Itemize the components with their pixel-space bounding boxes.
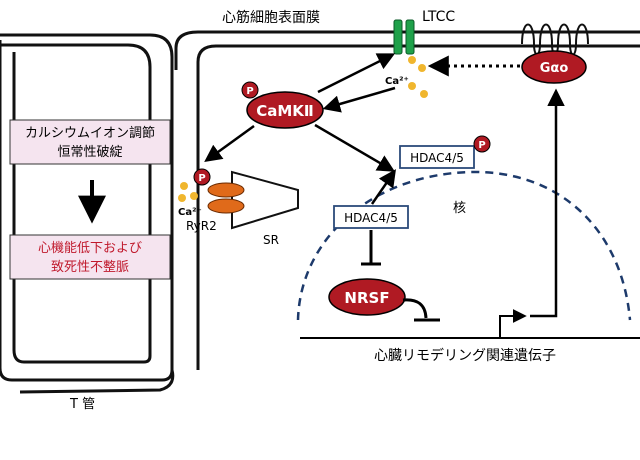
ltcc-channel (393, 19, 415, 55)
ltcc-ca-dots (408, 56, 428, 98)
camk-phospho-label: P (246, 86, 253, 97)
membrane-inner-line (0, 43, 152, 364)
camk-phospho-badge (241, 81, 259, 99)
hdac-cytoplasm-label: HDAC4/5 (410, 151, 464, 165)
t-tubule-label: T 管 (69, 397, 95, 412)
ryr2-phospho-badge (193, 168, 211, 186)
ryr2-ca-label: Ca²⁺ (178, 207, 202, 218)
ryr2-upper-channel (207, 182, 245, 198)
sr-compartment (231, 170, 299, 230)
membrane-top-inner (196, 44, 640, 370)
camk-to-hdac-arrow (314, 123, 396, 172)
galpha-label: Gαo (540, 61, 569, 76)
nucleus-label: 核 (453, 201, 466, 216)
camk-to-ltcc-arrow (317, 53, 396, 94)
ryr2-ca-dots (178, 182, 198, 202)
t-tubule-bottom (19, 369, 175, 394)
nrsf-node (328, 278, 406, 316)
nrsf-label: NRSF (344, 289, 389, 307)
hdac-export-arrow (370, 169, 396, 205)
ltcc-left-bar (393, 19, 403, 55)
membrane-top-outer (174, 30, 640, 49)
arrhythmia-box (9, 234, 171, 280)
ltcc-right-bar (405, 19, 415, 55)
camk-to-ryr2-arrow (204, 124, 255, 163)
ryr2-label: RyR2 (186, 219, 217, 233)
arrhythmia-line2: 致死性不整脈 (51, 260, 129, 275)
t-tubule-left-inner (12, 52, 25, 364)
hdac-cytoplasm-box (399, 145, 475, 169)
ryr2-phospho-label: P (198, 173, 205, 184)
t-tubule-left-line (0, 40, 13, 382)
hdac-nucleus-label: HDAC4/5 (344, 211, 398, 225)
ltcc-ca-label: Ca²⁺ (385, 76, 409, 87)
hdac-phospho-label: P (478, 140, 485, 151)
membrane-outer-line (0, 33, 174, 382)
cell-membrane (0, 30, 640, 394)
calcium-homeostasis-line1: カルシウムイオン調節 (25, 126, 155, 141)
promoter-arrow (499, 309, 527, 338)
ryr2-lower-channel (207, 198, 245, 214)
gene-label: 心臓リモデリング関連遺伝子 (374, 347, 556, 364)
camk-label: CaMKⅡ (256, 102, 314, 120)
sr-label: SR (263, 233, 279, 247)
nrsf-inhibits-gene (402, 298, 428, 319)
galpha-node (521, 50, 587, 84)
nucleus-envelope (296, 170, 632, 321)
calcium-homeostasis-box (9, 119, 171, 165)
gpcr-receptor-icon (521, 23, 589, 56)
membrane-label: 心筋細胞表面膜 (222, 9, 320, 26)
arrhythmia-line1: 心機能低下および (38, 241, 142, 256)
hdac-phospho-badge (473, 135, 491, 153)
gene-to-galpha-arrow (530, 88, 565, 318)
ca-to-camk-arrow (322, 86, 396, 113)
hdac-nucleus-box (333, 205, 409, 229)
calcium-homeostasis-line2: 恒常性破綻 (57, 145, 122, 160)
ltcc-label: LTCC (422, 9, 455, 25)
